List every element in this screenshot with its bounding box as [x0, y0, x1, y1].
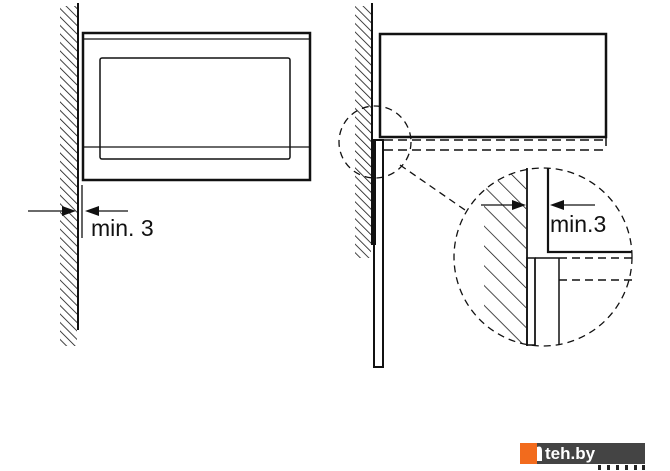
watermark-logo: teh.by [520, 443, 645, 470]
detail-clearance-label: min.3 [550, 211, 606, 237]
detail-hidden-lines [559, 257, 632, 281]
left-wall-hatching [60, 6, 77, 346]
dimension-arrow-right [28, 206, 76, 216]
front-panel [373, 139, 384, 368]
microwave-window [99, 57, 291, 160]
dimension-arrow-left [85, 206, 128, 216]
detail-circle [453, 167, 633, 347]
detail-marker-circle [338, 105, 412, 179]
right-view: min.3 [338, 3, 633, 368]
detail-arrow-right [481, 200, 526, 210]
right-wall-hatching [355, 6, 371, 258]
left-view: min. 3 [28, 3, 312, 346]
microwave-front [81, 31, 312, 182]
panel-contact-strip [372, 140, 376, 245]
detail-view: min.3 [453, 167, 633, 347]
detail-panel [526, 257, 536, 346]
cabinet-side [378, 32, 608, 139]
detail-wall-hatching [484, 168, 526, 346]
detail-arrow-left [550, 200, 595, 210]
detail-leader-line [399, 164, 466, 211]
left-clearance-label: min. 3 [91, 215, 154, 241]
hidden-microwave-outline [384, 137, 607, 151]
detail-cabinet-corner [546, 168, 632, 254]
watermark-text: teh.by [545, 444, 596, 463]
